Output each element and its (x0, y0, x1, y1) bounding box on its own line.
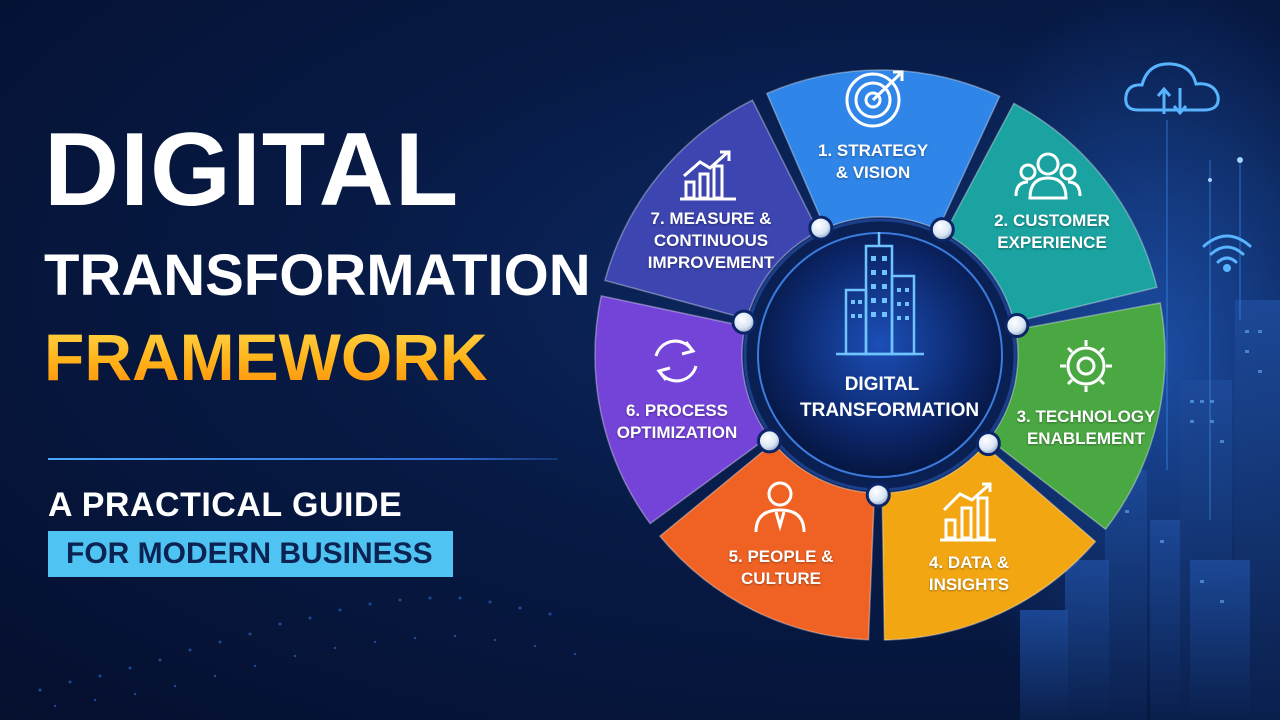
center-label-line-2: TRANSFORMATION (800, 400, 980, 421)
wheel-segment-6 (594, 294, 770, 525)
wheel-segment-5 (658, 441, 876, 641)
segment-label-4: 4. DATA & INSIGHTS (928, 553, 1010, 594)
users-group-icon (1014, 152, 1082, 200)
center-label-line-1: DIGITAL (844, 374, 920, 395)
connector-node (808, 215, 834, 241)
segment-label-3: 3. TECHNOLOGY ENABLEMENT (1016, 407, 1156, 448)
title-block: DIGITAL TRANSFORMATION FRAMEWORK (44, 112, 591, 392)
title-line-3: FRAMEWORK (44, 322, 564, 392)
target-icon (845, 70, 904, 128)
growth-chart-icon (680, 150, 736, 201)
particle-wave (38, 596, 577, 708)
wheel-segment-2 (943, 102, 1158, 324)
title-line-2: TRANSFORMATION (44, 243, 591, 308)
city-building-icon (836, 232, 924, 356)
wheel-segment-4 (881, 444, 1097, 641)
person-icon (754, 481, 806, 533)
connector-node (865, 482, 891, 508)
city-skyline (1020, 300, 1280, 720)
segment-label-1: 1. STRATEGY & VISION (818, 141, 929, 182)
cycle-arrows-icon (654, 339, 698, 383)
bar-chart-icon (940, 482, 996, 542)
connector-node (756, 428, 782, 454)
title-divider (48, 458, 558, 460)
wheel-segment-1 (765, 69, 1001, 231)
wifi-icon (1202, 234, 1252, 272)
connector-node (1004, 313, 1030, 339)
segment-label-7: 7. MEASURE & CONTINUOUS IMPROVEMENT (647, 209, 775, 272)
wheel-segment-3 (988, 301, 1166, 531)
cloud-sync-icon (1124, 62, 1220, 116)
title-line-1: DIGITAL (44, 112, 460, 228)
segment-label-6: 6. PROCESS OPTIMIZATION (616, 401, 738, 442)
connector-node (731, 309, 757, 335)
subtitle-badge: FOR MODERN BUSINESS (48, 531, 453, 577)
segment-label-2: 2. CUSTOMER EXPERIENCE (994, 211, 1110, 252)
connector-node (975, 431, 1001, 457)
segment-label-5: 5. PEOPLE & CULTURE (728, 547, 834, 588)
wheel-segment-7 (604, 99, 820, 320)
gear-icon (1060, 340, 1112, 392)
subtitle-line-1: A PRACTICAL GUIDE (48, 486, 403, 524)
connector-node (929, 217, 955, 243)
center-label: DIGITAL TRANSFORMATION (800, 372, 980, 424)
